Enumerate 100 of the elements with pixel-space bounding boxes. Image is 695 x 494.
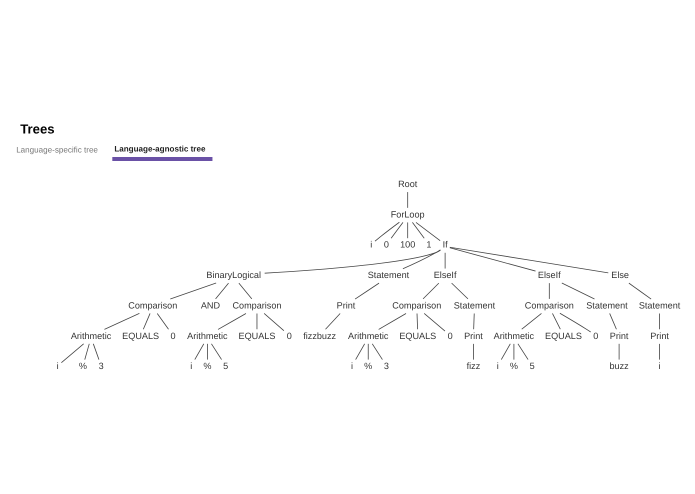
connector <box>412 222 425 239</box>
node-text: Arithmetic <box>348 330 388 341</box>
node-text: Arithmetic <box>70 330 112 341</box>
node-text: Print <box>650 330 669 341</box>
node-text: Else <box>611 270 629 280</box>
node-text: % <box>510 361 518 372</box>
connector <box>368 343 369 360</box>
node-text: 100 <box>400 240 416 250</box>
connector <box>416 222 441 242</box>
node-text: Statement <box>638 300 680 310</box>
node-text: AND <box>200 300 220 310</box>
connector <box>264 250 441 274</box>
connector <box>407 222 408 239</box>
connector <box>60 343 84 364</box>
node-text: fizz <box>466 361 480 372</box>
diagram-title: Trees <box>20 122 55 137</box>
node-text: Statement <box>586 300 628 310</box>
node-text: i <box>56 361 59 372</box>
connector <box>473 313 475 330</box>
node-text: EQUALS <box>122 330 160 341</box>
node-text: Statement <box>368 270 410 280</box>
connector <box>207 343 208 360</box>
connector <box>552 313 561 330</box>
connector <box>521 313 542 330</box>
node-text: i <box>351 361 354 372</box>
connector <box>500 343 511 360</box>
connector <box>659 313 660 330</box>
node-text: i <box>370 240 372 250</box>
connector <box>449 247 536 272</box>
node-text: Root <box>398 179 418 190</box>
connector <box>156 313 169 330</box>
connector <box>548 282 550 300</box>
node-text: Comparison <box>232 300 282 310</box>
node-text: ElseIf <box>434 270 456 280</box>
node-text: 5 <box>223 361 228 372</box>
connector <box>518 343 528 360</box>
connector <box>424 313 446 332</box>
node-text: Comparison <box>392 300 442 310</box>
node-text: ForLoop <box>390 209 425 220</box>
node-text: i <box>190 361 192 372</box>
connector <box>374 222 400 242</box>
connector <box>170 282 217 300</box>
node-text: EQUALS <box>545 330 582 341</box>
connector <box>194 343 204 360</box>
connector <box>355 343 366 360</box>
node-text: 0 <box>593 330 598 341</box>
node-text: ElseIf <box>538 270 561 280</box>
node-text: % <box>364 361 372 372</box>
connector <box>218 313 246 330</box>
node-text: 1 <box>426 240 432 250</box>
node-text: EQUALS <box>399 330 436 341</box>
connector <box>416 313 418 330</box>
connector <box>354 282 380 300</box>
connector <box>451 282 468 300</box>
node-text: Arithmetic <box>494 330 534 341</box>
connector <box>372 343 383 360</box>
connector <box>422 282 440 300</box>
node-text: 3 <box>98 361 104 372</box>
node-text: Print <box>464 330 483 341</box>
connector <box>215 282 229 300</box>
connector <box>449 246 609 274</box>
node-text: 0 <box>448 330 453 341</box>
label: Language-agnostic tree <box>114 144 206 154</box>
connector <box>407 192 408 208</box>
connector <box>104 312 140 330</box>
connector <box>609 313 617 330</box>
node-text: 0 <box>170 330 176 341</box>
node-text: 0 <box>286 330 292 341</box>
connector <box>92 343 100 360</box>
node-text: buzz <box>610 361 629 372</box>
node-text: Print <box>610 330 628 341</box>
connector <box>256 313 258 330</box>
label: Language-specific tree <box>16 145 98 154</box>
connector <box>390 222 404 239</box>
connector <box>211 343 222 360</box>
node-text: fizzbuzz <box>303 330 336 341</box>
node-text: EQUALS <box>238 330 276 341</box>
node-text: i <box>658 361 661 372</box>
connector <box>473 343 474 360</box>
node-text: Comparison <box>524 300 574 310</box>
node-text: % <box>203 361 212 372</box>
node-text: Comparison <box>128 300 178 310</box>
connector <box>238 282 252 300</box>
node-text: 5 <box>530 361 535 372</box>
connector <box>628 282 652 300</box>
connector <box>402 249 441 270</box>
connector <box>84 343 90 360</box>
node-text: i <box>496 361 499 372</box>
node-text: If <box>442 240 448 250</box>
connector <box>618 343 620 360</box>
node-text: BinaryLogical <box>206 270 261 280</box>
node-text: % <box>78 361 88 372</box>
connector <box>659 343 660 360</box>
connector <box>142 313 150 330</box>
connector <box>325 313 341 330</box>
node-text: Statement <box>454 300 496 310</box>
node-text: Arithmetic <box>187 330 228 341</box>
connector <box>561 282 595 300</box>
node-text: 3 <box>384 361 389 372</box>
connector <box>264 313 284 332</box>
